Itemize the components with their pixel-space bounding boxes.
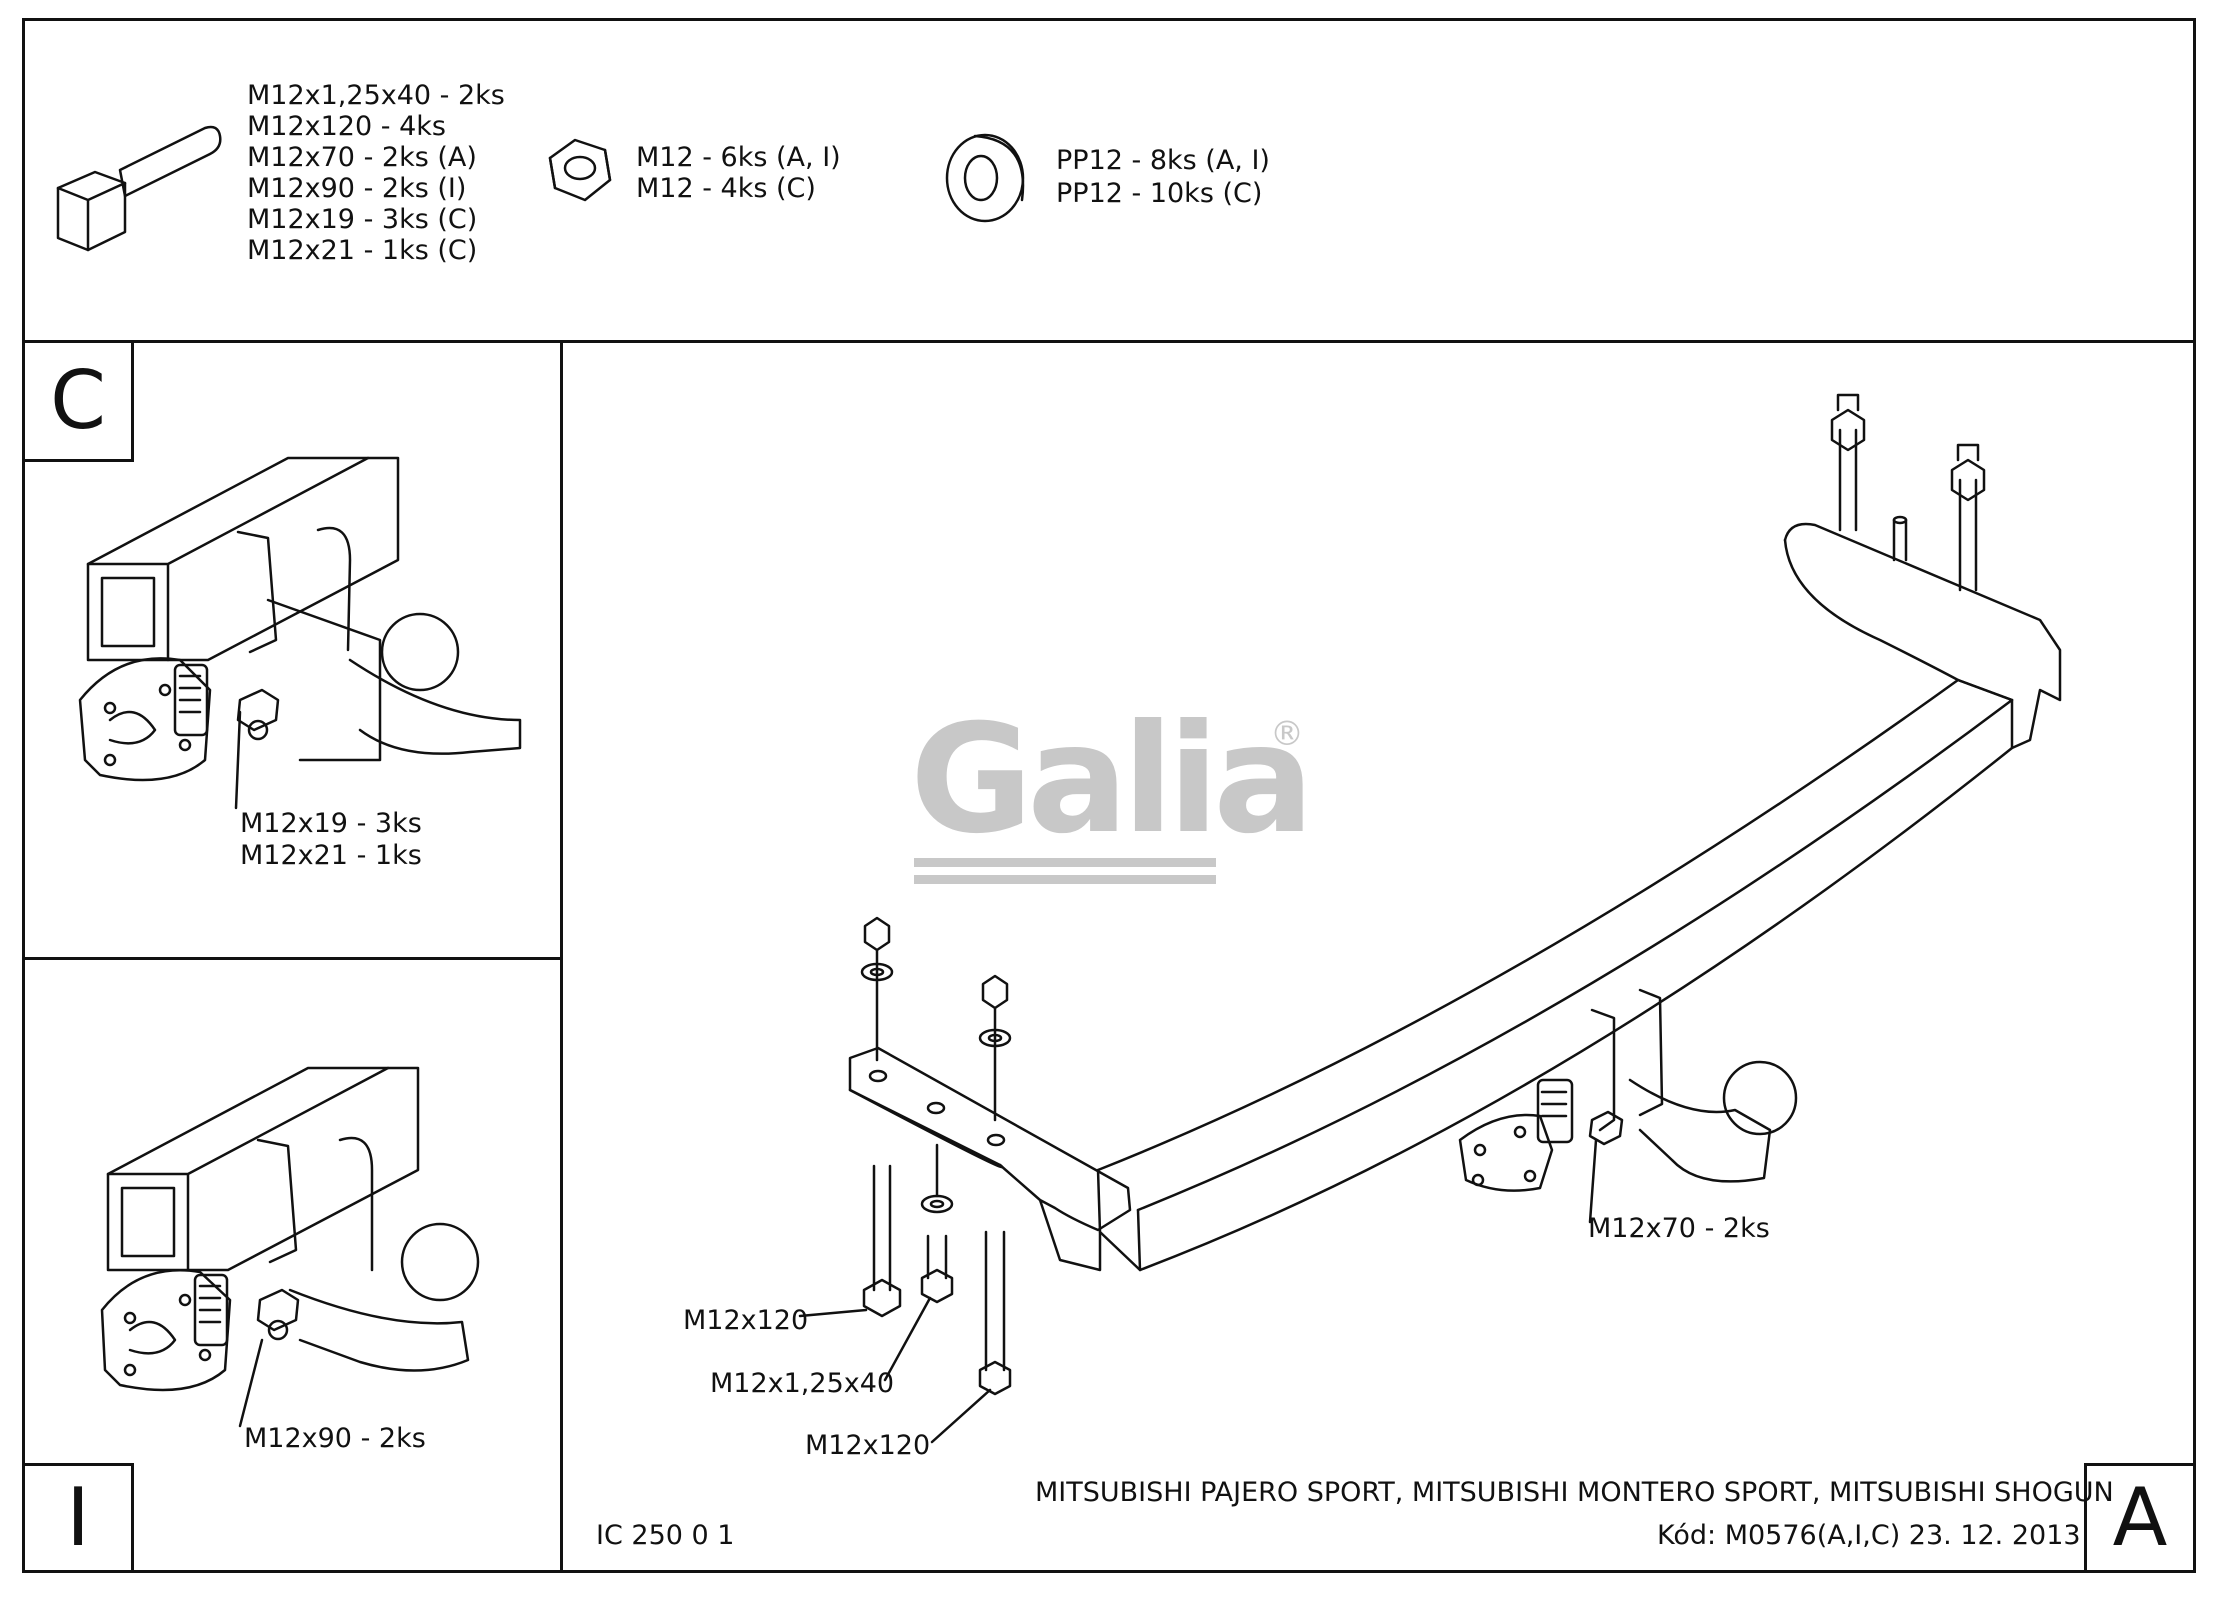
panel-c-bolt-label: M12x21 - 1ks — [240, 840, 422, 871]
vehicle-models: MITSUBISHI PAJERO SPORT, MITSUBISHI MONT… — [1035, 1477, 2114, 1508]
nut-icon — [548, 138, 612, 202]
leader-line — [883, 1296, 932, 1382]
callout-bracket-bolt: M12x120 — [805, 1430, 931, 1461]
right-mounting-bracket — [1783, 393, 2062, 750]
left-panels-divider — [22, 957, 562, 960]
bolt-spec-line: M12x19 - 3ks (C) — [247, 204, 478, 235]
nut-spec-line: M12 - 6ks (A, I) — [636, 142, 841, 173]
ic-code: IC 250 0 1 — [596, 1520, 735, 1551]
leader-line — [930, 1388, 992, 1444]
panel-c-leader-line — [234, 710, 242, 810]
left-column-divider — [560, 340, 563, 1573]
leader-line — [1588, 1138, 1598, 1224]
panel-a-letter: A — [2084, 1463, 2196, 1573]
panel-i-bolt-label: M12x90 - 2ks — [244, 1423, 426, 1454]
panel-i-leader-line — [238, 1338, 264, 1428]
product-code-date: Kód: M0576(A,I,C) 23. 12. 2013 — [1657, 1520, 2081, 1551]
bolt-spec-line: M12x120 - 4ks — [247, 111, 446, 142]
washer-spec-line: PP12 - 10ks (C) — [1056, 178, 1263, 209]
bolt-spec-line: M12x70 - 2ks (A) — [247, 142, 477, 173]
main-tow-ball-assembly — [1458, 988, 1798, 1192]
washer-spec-line: PP12 - 8ks (A, I) — [1056, 145, 1270, 176]
drawing-sheet — [22, 18, 2196, 1573]
galia-logo-text: Galia — [910, 693, 1314, 867]
nut-spec-line: M12 - 4ks (C) — [636, 173, 816, 204]
callout-ball-bolt: M12x70 - 2ks — [1588, 1213, 1770, 1244]
bracket-fasteners — [860, 916, 1012, 1396]
crossbar-beam — [1096, 678, 2014, 1272]
leader-line — [798, 1308, 868, 1318]
panel-c-letter: C — [22, 340, 134, 462]
panel-i-tow-assembly — [100, 1066, 480, 1392]
bolt-spec-line: M12x1,25x40 - 2ks — [247, 80, 505, 111]
left-mounting-bracket — [848, 1046, 1132, 1272]
galia-logo: Galia ® — [910, 693, 1314, 900]
bolt-spec-line: M12x21 - 1ks (C) — [247, 235, 478, 266]
callout-bracket-bolt: M12x120 — [683, 1305, 809, 1336]
bolt-spec-line: M12x90 - 2ks (I) — [247, 173, 467, 204]
registered-mark-icon: ® — [1270, 714, 1304, 754]
washer-icon — [945, 133, 1025, 223]
panel-c-bolt-label: M12x19 - 3ks — [240, 808, 422, 839]
panel-i-letter: I — [22, 1463, 134, 1573]
header-divider — [22, 340, 2196, 343]
logo-underline — [914, 858, 1216, 884]
bolt-icon — [56, 125, 222, 252]
callout-bracket-bolt: M12x1,25x40 — [710, 1368, 895, 1399]
panel-c-tow-assembly — [78, 456, 522, 782]
